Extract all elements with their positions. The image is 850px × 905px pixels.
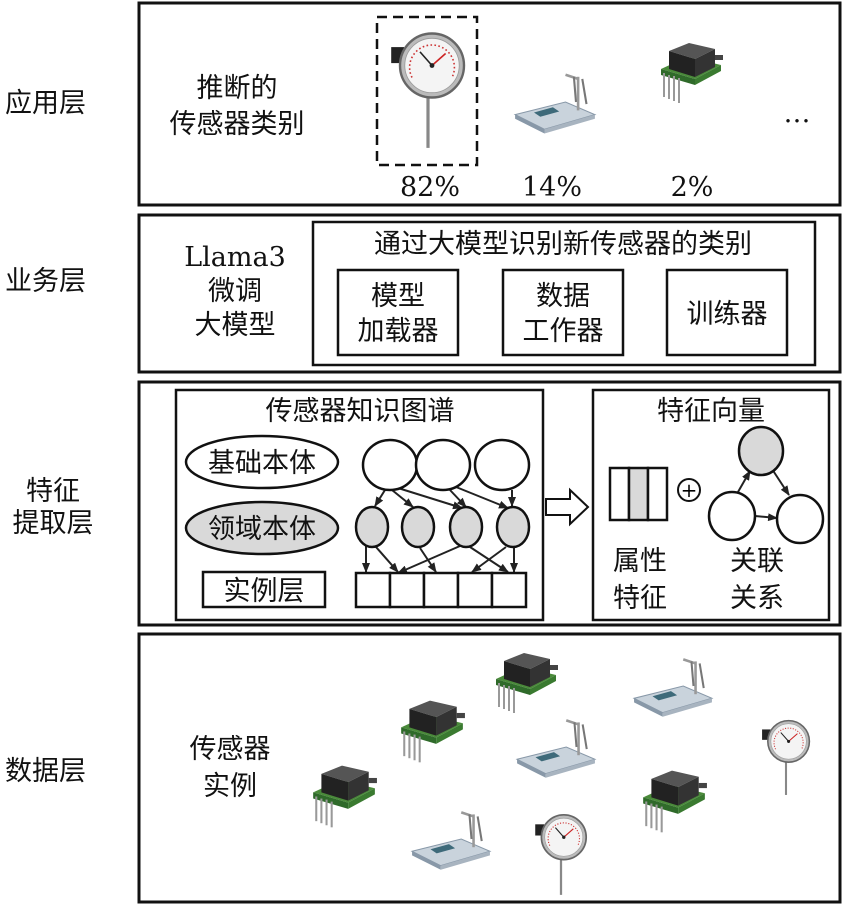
model-name: Llama3	[184, 242, 286, 273]
top-prediction-highlight	[375, 15, 479, 167]
model-loader-line2: 加载器	[358, 316, 439, 347]
instance-node	[354, 571, 392, 609]
probability-ph-meter: 14%	[522, 172, 582, 203]
instance-node	[388, 571, 426, 609]
inferred-caption-line1: 推断的	[197, 73, 278, 104]
trainer-box	[665, 268, 789, 357]
business-layer: Llama3 微调 大模型 通过大模型识别新传感器的类别 模型 加载器 数据 工…	[137, 213, 842, 374]
domain-node	[448, 505, 484, 549]
sensor-instances-line2: 实例	[203, 771, 257, 802]
instance-node	[490, 571, 528, 609]
data-worker-box	[501, 268, 625, 357]
graph-edges	[362, 486, 518, 574]
vector-cell	[627, 466, 650, 522]
domain-node	[495, 505, 531, 549]
sensor-instances-line1: 传感器	[190, 734, 271, 765]
base-ontology-ellipse	[184, 434, 340, 490]
knowledge-graph-title: 传感器知识图谱	[266, 396, 455, 427]
plus-sign: +	[681, 478, 698, 502]
base-node	[361, 438, 419, 492]
relation-node	[707, 490, 757, 542]
domain-node	[400, 505, 436, 549]
base-ontology-label: 基础本体	[208, 448, 316, 479]
trainer-label: 训练器	[687, 299, 768, 330]
vector-cell	[608, 466, 631, 522]
relation-node	[775, 493, 825, 545]
model-large: 大模型	[195, 310, 276, 341]
concat-plus-icon	[677, 478, 701, 502]
data-worker-line1: 数据	[536, 281, 590, 312]
domain-ontology-ellipse	[184, 500, 340, 556]
ellipsis: …	[784, 98, 811, 129]
model-loader-box	[336, 268, 460, 357]
relation-node-gray	[737, 425, 785, 477]
domain-ontology-label: 领域本体	[208, 514, 316, 545]
model-finetune: 微调	[208, 276, 262, 307]
base-node	[473, 438, 531, 492]
base-node	[414, 438, 472, 492]
instance-layer-box	[201, 570, 327, 609]
relation-line2: 关系	[730, 583, 784, 614]
layer-label-feature-line1: 特征	[26, 476, 80, 507]
probability-pressure: 2%	[671, 172, 714, 203]
inferred-caption-line2: 传感器类别	[170, 109, 305, 140]
relation-line1: 关联	[730, 546, 784, 577]
layer-label-application: 应用层	[5, 88, 86, 119]
model-loader-line1: 模型	[371, 281, 425, 312]
vector-cell	[646, 466, 669, 522]
instance-layer-label: 实例层	[224, 576, 305, 607]
data-layer: 传感器 实例	[137, 632, 842, 904]
feature-layer: 传感器知识图谱 基础本体 领域本体 实例层	[137, 380, 842, 627]
hollow-arrow-icon	[545, 487, 590, 527]
instance-node	[422, 571, 460, 609]
probability-gauge: 82%	[400, 172, 460, 203]
data-worker-line2: 工作器	[523, 316, 604, 347]
attribute-feature-line1: 属性	[613, 546, 667, 577]
layer-label-business: 业务层	[5, 266, 86, 297]
feature-vector-title: 特征向量	[657, 396, 765, 427]
business-panel-title: 通过大模型识别新传感器的类别	[374, 229, 752, 260]
attribute-feature-line2: 特征	[613, 583, 667, 614]
instance-node	[456, 571, 494, 609]
application-layer: 推断的 传感器类别 … 82% 14% 2%	[137, 1, 842, 207]
layer-label-data: 数据层	[5, 756, 86, 787]
domain-node	[354, 505, 390, 549]
layer-label-feature-line2: 提取层	[13, 508, 94, 539]
